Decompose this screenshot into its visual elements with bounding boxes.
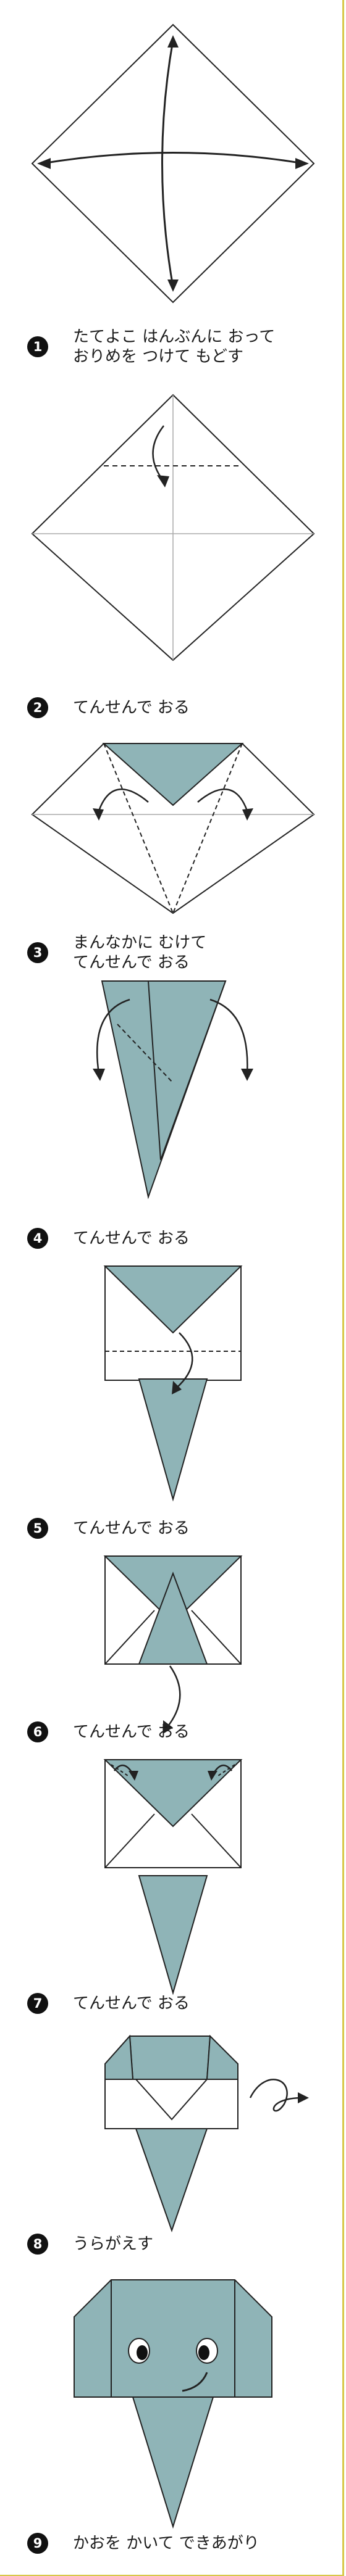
diagram-step7 — [103, 1759, 243, 1995]
step-number-badge: 4 — [27, 1228, 48, 1249]
diagram-step3 — [31, 743, 315, 914]
step-instruction-line1: たてよこ はんぶんに おって — [73, 328, 276, 346]
vertical-fold-arrow — [161, 39, 174, 288]
step-number-badge: 1 — [27, 336, 48, 357]
step-instruction: てんせんで おる — [73, 1519, 190, 1538]
step-number-badge: 6 — [27, 1721, 48, 1742]
diagram-step5 — [103, 1265, 243, 1502]
elephant-trunk — [132, 2396, 214, 2529]
step-number-badge: 8 — [27, 2234, 48, 2255]
diagram-step9-elephant — [74, 2279, 272, 2529]
step-instruction: てんせんで おる — [73, 1229, 190, 1248]
step-number-badge: 2 — [27, 697, 48, 718]
step-number-badge: 9 — [27, 2533, 48, 2554]
turn-over-arrow — [249, 2079, 303, 2112]
step-instruction-line2: おりめを つけて もどす — [73, 347, 244, 366]
horizontal-fold-arrow — [41, 152, 305, 165]
step-instruction-line2: てんせんで おる — [73, 953, 190, 972]
step-number-badge: 7 — [27, 1993, 48, 2014]
step-instruction: てんせんで おる — [73, 1994, 190, 2013]
step-instruction-line1: まんなかに むけて — [73, 934, 207, 952]
diagram-step2 — [31, 394, 315, 661]
diagram-step1-square — [31, 23, 315, 304]
paper-square — [31, 23, 315, 304]
mouth — [182, 2372, 208, 2392]
elephant-head — [74, 2279, 272, 2398]
diagram-step6 — [103, 1555, 243, 1734]
diagram-step8 — [104, 2034, 309, 2233]
step-number-badge: 3 — [27, 942, 48, 963]
folded-flap — [102, 743, 244, 806]
diagram-step4 — [93, 980, 253, 1199]
step-instruction: かおを かいて できあがり — [73, 2534, 260, 2553]
step-instruction: うらがえす — [73, 2235, 154, 2253]
step-instruction: てんせんで おる — [73, 1723, 190, 1741]
step-instruction: てんせんで おる — [73, 698, 190, 717]
step-number-badge: 5 — [27, 1518, 48, 1539]
